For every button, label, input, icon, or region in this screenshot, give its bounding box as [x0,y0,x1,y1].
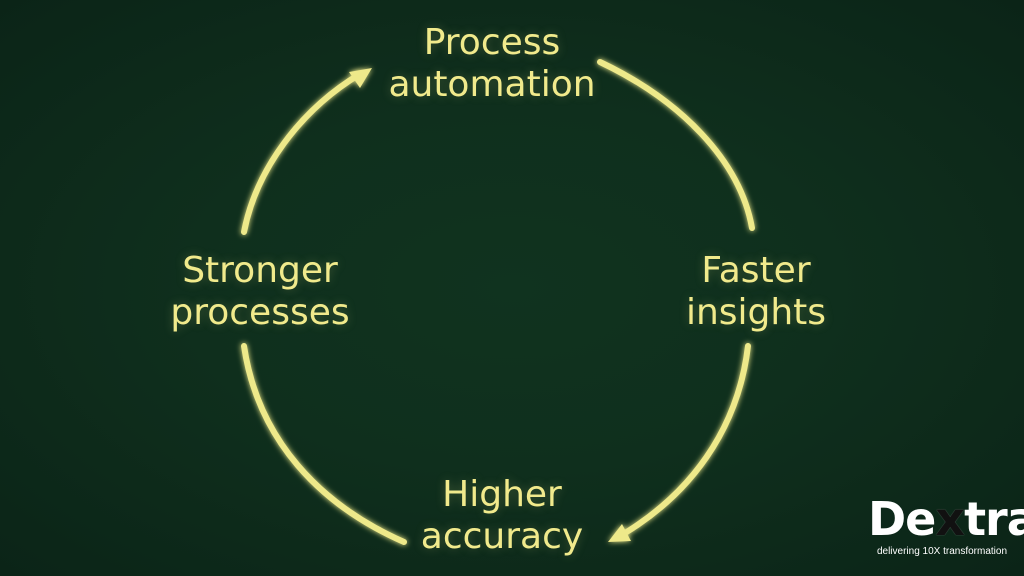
logo-tagline: delivering 10X transformation [876,546,1008,557]
node-higher-accuracy: Higher accuracy [398,474,606,558]
logo-text-x: x [935,492,965,546]
node-right-line2: insights [685,292,827,333]
arc-right-bottom [617,343,751,539]
logo-wordmark: Dextra [868,492,1024,546]
node-left-line2: processes [170,292,350,333]
node-faster-insights: Faster insights [668,250,844,334]
logo-text-after: tra [964,492,1024,546]
node-bottom-line2: accuracy [420,516,584,557]
arc-left-top [241,71,363,235]
arc-bottom-left [241,343,407,545]
node-stronger-processes: Stronger processes [150,250,370,334]
arrowhead-top [349,68,372,88]
arc-top-right [597,59,755,231]
node-left-line1: Stronger [182,250,338,291]
arrowhead-bottom [608,524,631,542]
dextra-logo: Dextra delivering 10X transformation [868,492,1024,558]
node-top-line2: automation [388,64,596,105]
node-right-line1: Faster [701,250,811,291]
node-top-line1: Process [423,22,561,63]
node-bottom-line1: Higher [442,474,562,515]
node-process-automation: Process automation [380,22,604,106]
logo-text-before: De [868,492,936,546]
